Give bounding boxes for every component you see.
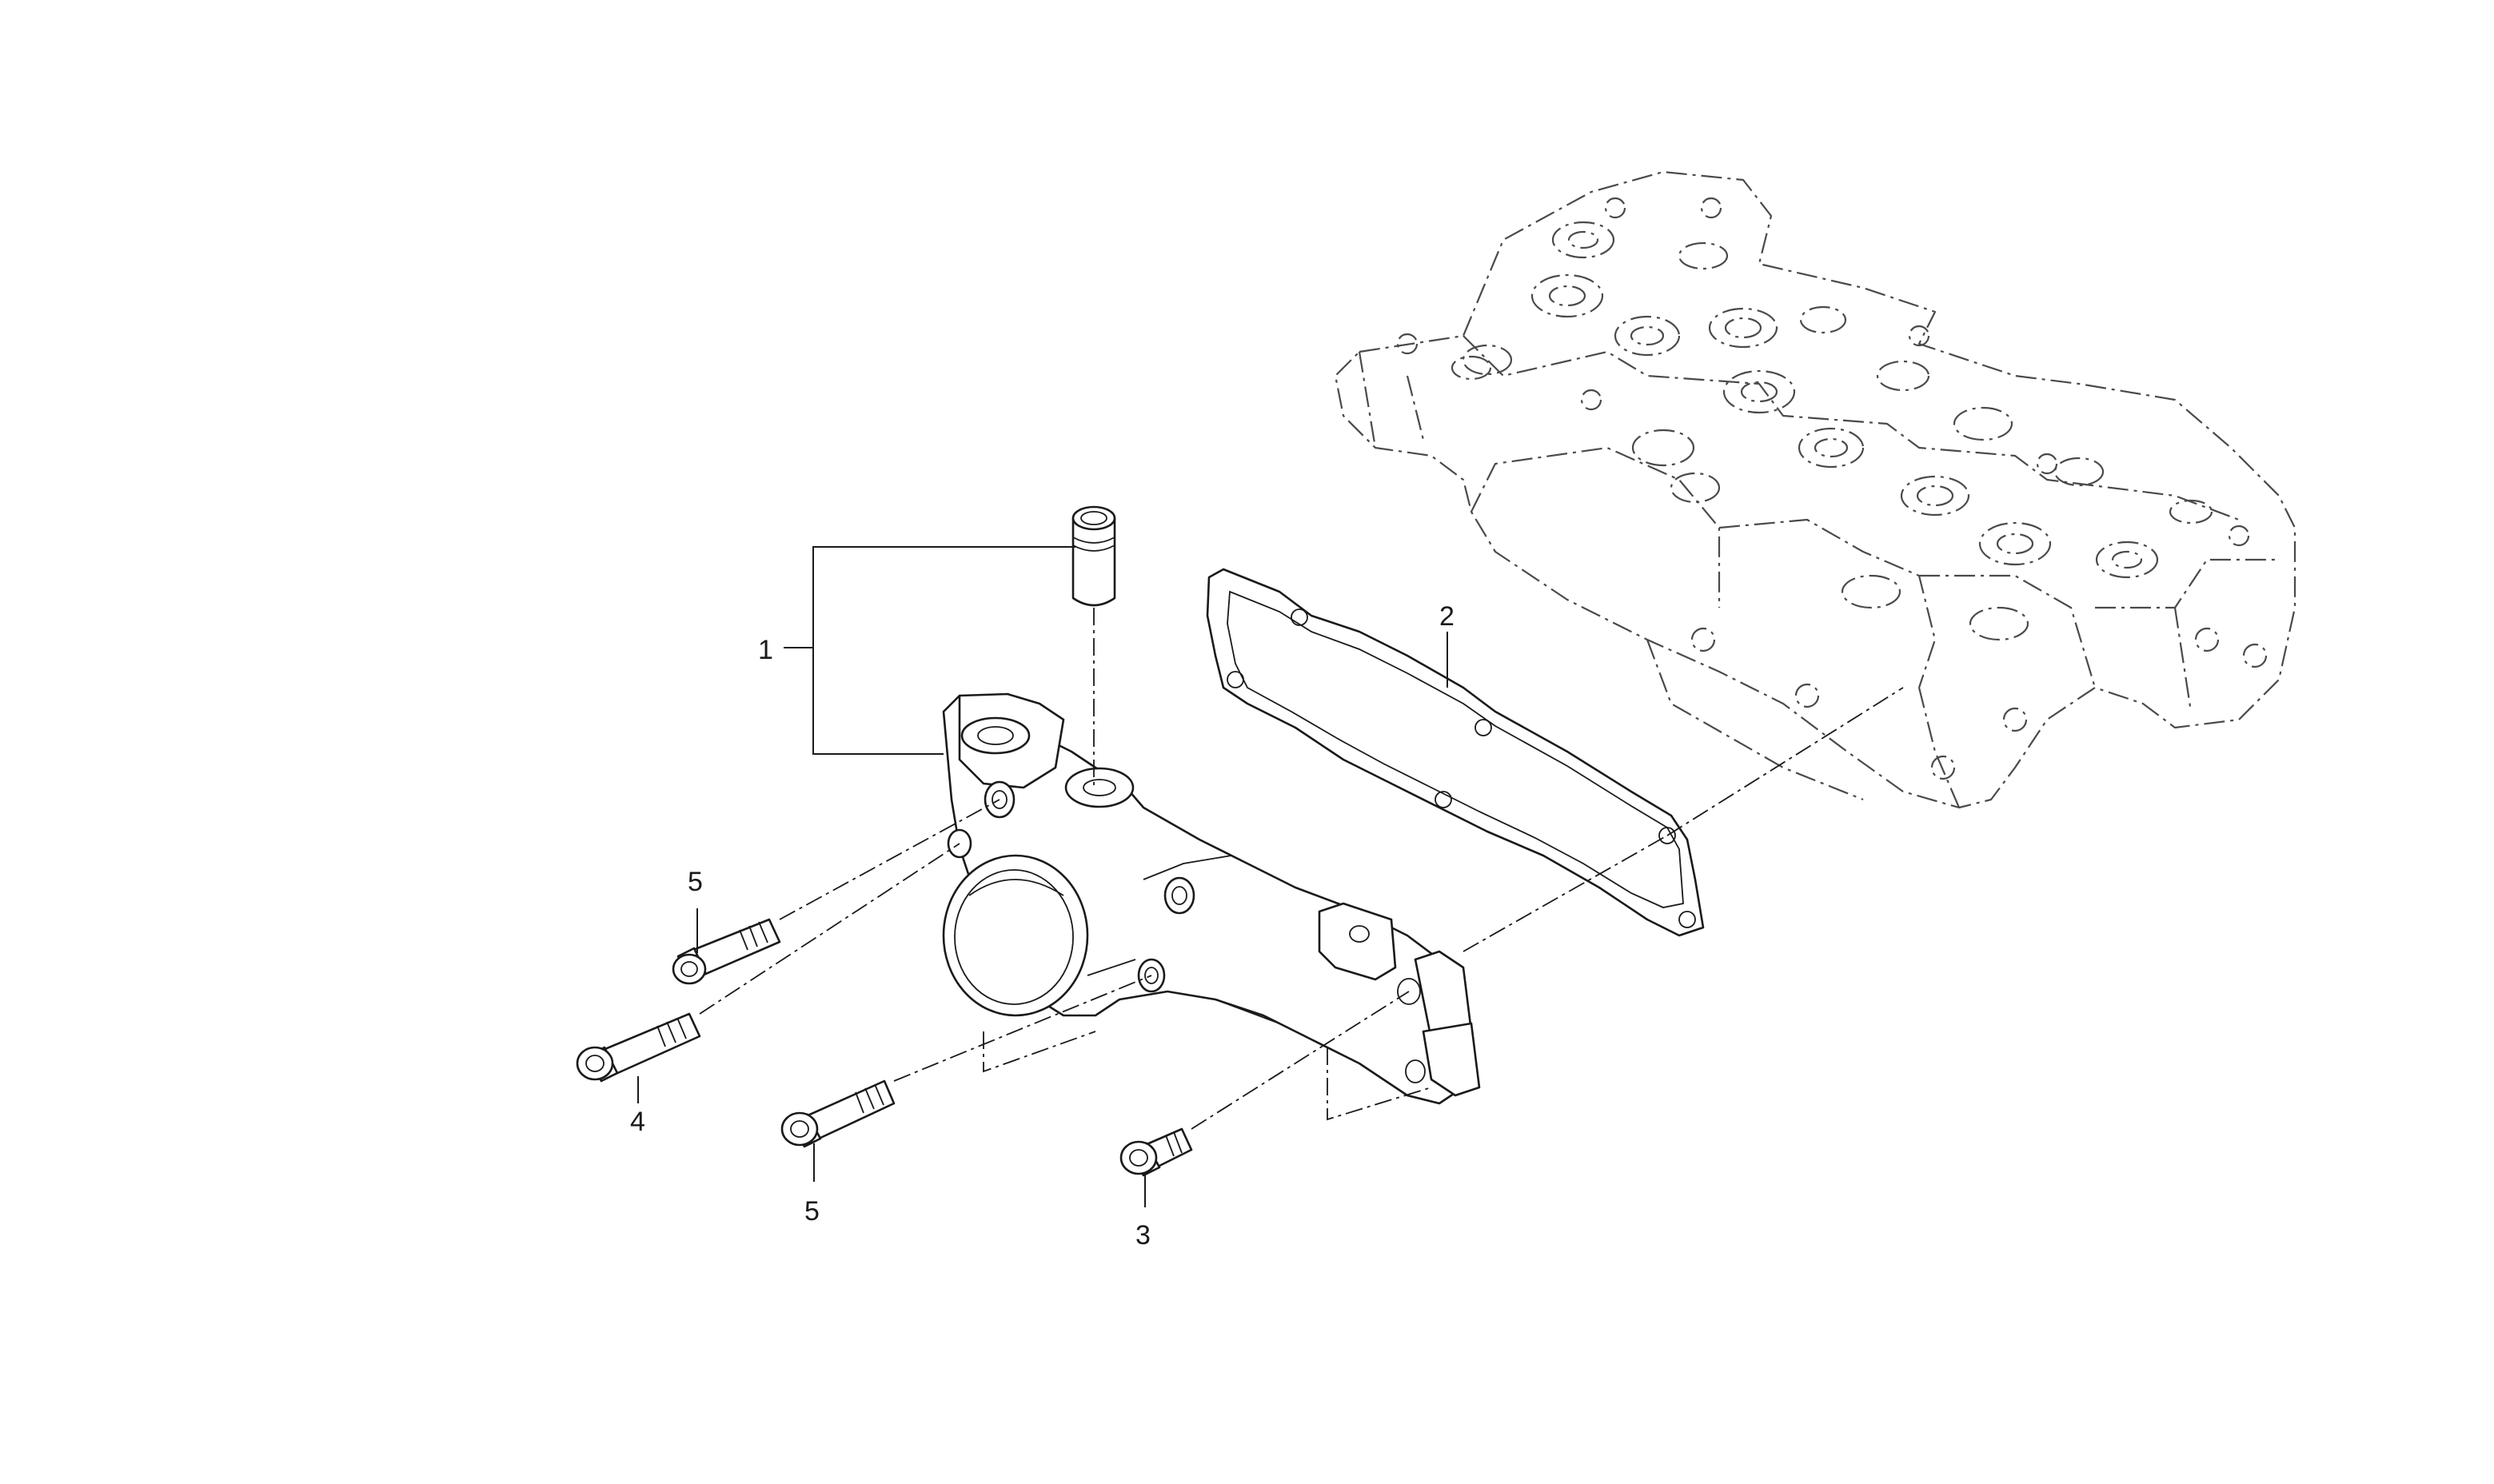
intake-manifold [942, 692, 1481, 1105]
callout-5-upper-label: 5 [688, 867, 703, 897]
callout-5-lower-label: 5 [804, 1196, 820, 1227]
callout-4-group: 4 [630, 1076, 645, 1137]
callout-1-bracket [812, 546, 1075, 755]
callout-3-group: 3 [1135, 1174, 1151, 1251]
bolt-5-lower [780, 1079, 896, 1148]
bolt-4 [576, 1012, 701, 1083]
bolt-5-upper [672, 918, 781, 985]
callout-5-lower-group: 5 [804, 1143, 820, 1227]
pipe-fitting [1071, 505, 1116, 607]
callout-2-label: 2 [1439, 601, 1455, 632]
callout-4-label: 4 [630, 1107, 645, 1137]
callout-2-group: 2 [1439, 601, 1455, 688]
callout-5-upper-group: 5 [688, 867, 703, 953]
callout-1-label: 1 [758, 635, 773, 665]
callout-1-group: 1 [758, 546, 1075, 755]
assembly-lines [699, 608, 1904, 1130]
cylinder-head-phantom [1334, 170, 2296, 809]
bolt-3 [1119, 1127, 1193, 1177]
gasket [1206, 568, 1705, 937]
callout-3-label: 3 [1135, 1220, 1151, 1251]
